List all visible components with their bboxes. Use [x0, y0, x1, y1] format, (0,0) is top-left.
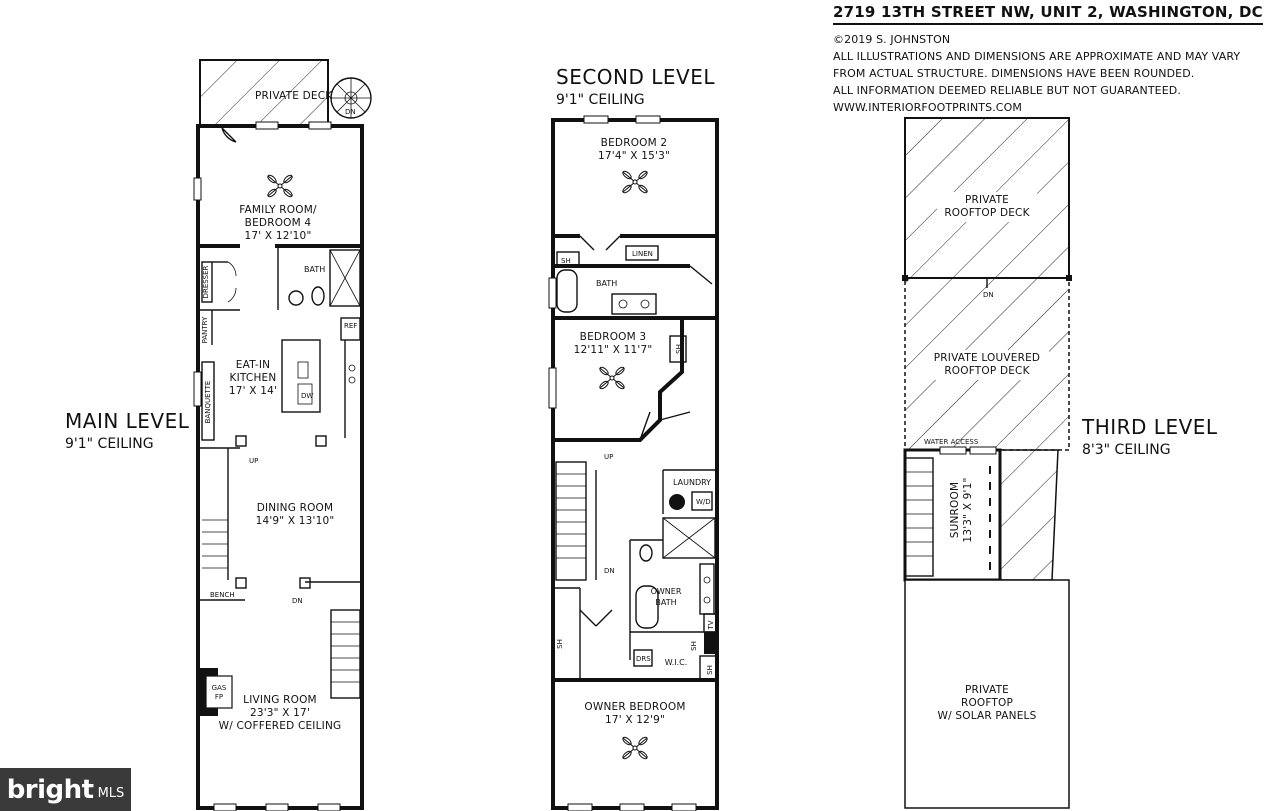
label-bedroom-3: BEDROOM 3	[580, 331, 647, 343]
label-kitchen: KITCHEN	[230, 372, 277, 384]
label-sh-wic: SH	[690, 641, 698, 651]
label-sunroom: SUNROOM	[949, 482, 961, 539]
disclaimer-line-1: ALL ILLUSTRATIONS AND DIMENSIONS ARE APP…	[833, 50, 1241, 63]
private-deck	[199, 59, 329, 127]
label-louvered-1: PRIVATE LOUVERED	[934, 352, 1040, 364]
label-bedroom-2: BEDROOM 2	[601, 137, 668, 149]
label-solar-2: ROOFTOP	[961, 697, 1013, 709]
second-level-plan: BEDROOM 2 17'4" X 15'3" SH LINEN BATH BE…	[548, 115, 719, 811]
label-dining-dim: 14'9" X 13'10"	[256, 515, 335, 527]
label-dw: DW	[301, 392, 313, 400]
label-private-deck: PRIVATE DECK	[255, 90, 333, 102]
bright-mls-logo: bright MLS	[0, 768, 131, 811]
label-family-room: FAMILY ROOM/	[239, 204, 317, 216]
kitchen-island	[281, 339, 321, 413]
address-title: 2719 13TH STREET NW, UNIT 2, WASHINGTON,…	[833, 3, 1263, 25]
label-linen: LINEN	[632, 250, 653, 258]
label-sh-bath: SH	[561, 257, 571, 265]
label-dresser: DRESSER	[202, 265, 210, 298]
second-level-ceiling: 9'1" CEILING	[556, 92, 645, 108]
label-louvered-2: ROOFTOP DECK	[944, 365, 1030, 377]
label-bedroom-4: BEDROOM 4	[245, 217, 312, 229]
main-level-plan: PRIVATE DECK DN FAMILY ROOM/ BEDROOM 4 1…	[193, 59, 372, 811]
third-level-plan: PRIVATE ROOFTOP DECK DN PRIVATE LOUVERED…	[902, 117, 1072, 809]
label-laundry: LAUNDRY	[673, 478, 711, 487]
label-owner-bedroom-dim: 17' X 12'9"	[605, 714, 665, 726]
brand-name: bright	[6, 774, 94, 805]
disclaimer-line-2: FROM ACTUAL STRUCTURE. DIMENSIONS HAVE B…	[833, 67, 1195, 80]
brand-suffix: MLS	[97, 786, 125, 801]
label-deck-dn: DN	[345, 108, 356, 116]
label-solar-1: PRIVATE	[965, 684, 1009, 696]
label-kitchen-dim: 17' X 14'	[229, 385, 277, 397]
plan-header: 2719 13TH STREET NW, UNIT 2, WASHINGTON,…	[833, 2, 1278, 116]
label-main-dn: DN	[292, 597, 303, 605]
label-main-up: UP	[249, 457, 258, 465]
label-sh-wic-2: SH	[706, 665, 714, 675]
label-second-dn: DN	[604, 567, 615, 575]
label-tv: TV	[707, 620, 715, 630]
label-gas: GAS	[212, 684, 227, 692]
label-water-access: WATER ACCESS	[924, 438, 979, 446]
label-main-bath: BATH	[304, 265, 325, 274]
label-third-dn: DN	[983, 291, 994, 299]
label-ref: REF	[344, 322, 357, 330]
label-owner-bath-1: OWNER	[651, 587, 682, 596]
label-rooftop-private: PRIVATE	[965, 194, 1009, 206]
disclaimer-line-3: ALL INFORMATION DEEMED RELIABLE BUT NOT …	[833, 84, 1181, 97]
label-sh-closet: SH	[556, 639, 564, 649]
third-level-title: THIRD LEVEL	[1081, 415, 1218, 439]
label-banquette: BANQUETTE	[204, 381, 212, 424]
label-dining-room: DINING ROOM	[257, 502, 334, 514]
label-bedroom-3-dim: 12'11" X 11'7"	[574, 344, 653, 356]
label-family-dim: 17' X 12'10"	[245, 230, 312, 242]
label-living-dim: 23'3" X 17'	[250, 707, 310, 719]
label-eat-in: EAT-IN	[236, 359, 270, 371]
label-second-up: UP	[604, 453, 613, 461]
label-pantry: PANTRY	[201, 316, 209, 343]
main-level-title: MAIN LEVEL	[65, 409, 190, 433]
website: WWW.INTERIORFOOTPRINTS.COM	[833, 101, 1022, 114]
second-level-title: SECOND LEVEL	[556, 65, 715, 89]
third-level-ceiling: 8'3" CEILING	[1082, 442, 1171, 458]
label-wic: W.I.C.	[665, 658, 688, 667]
label-fp: FP	[215, 693, 223, 701]
label-living-room: LIVING ROOM	[243, 694, 317, 706]
copyright: ©2019 S. JOHNSTON	[833, 33, 951, 46]
label-sunroom-dim: 13'3" X 9'1"	[962, 477, 974, 542]
label-bedroom-2-dim: 17'4" X 15'3"	[598, 150, 670, 162]
label-owner-bedroom: OWNER BEDROOM	[584, 701, 685, 713]
label-drs: DRS	[636, 655, 651, 663]
label-bench: BENCH	[210, 591, 235, 599]
label-rooftop-deck: ROOFTOP DECK	[944, 207, 1030, 219]
label-solar-3: W/ SOLAR PANELS	[938, 710, 1037, 722]
label-sh-bedroom3: SH	[675, 344, 683, 354]
label-wd: W/D	[696, 498, 711, 506]
label-living-note: W/ COFFERED CEILING	[219, 720, 342, 732]
label-second-bath: BATH	[596, 279, 617, 288]
main-level-ceiling: 9'1" CEILING	[65, 436, 154, 452]
label-owner-bath-2: BATH	[655, 598, 676, 607]
